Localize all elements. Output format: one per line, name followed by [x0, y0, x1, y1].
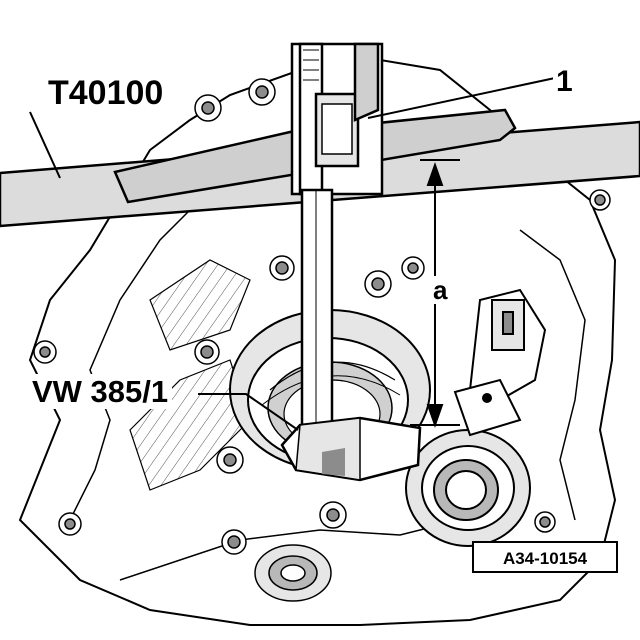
housing-contour-lower — [119, 519, 461, 581]
output-shaft — [405, 429, 531, 547]
gauge-block-shadow — [322, 448, 345, 476]
dimension-label-a: a — [430, 276, 451, 304]
bolt-bosses — [33, 78, 611, 555]
sensor-connector — [453, 288, 547, 437]
housing-ribs-2 — [149, 259, 251, 351]
depth-gauge-slide — [290, 42, 384, 196]
figure-reference-box: A34-10154 — [472, 541, 618, 573]
depth-gauge-rule — [300, 188, 334, 442]
tool-label-vw-385-1: VW 385/1 — [28, 374, 173, 409]
leader-lines — [29, 77, 556, 431]
bottom-gear — [254, 544, 332, 602]
housing-contour-right — [519, 229, 586, 521]
tool-label-t40100: T40100 — [44, 74, 168, 112]
part-label-1: 1 — [553, 66, 576, 98]
